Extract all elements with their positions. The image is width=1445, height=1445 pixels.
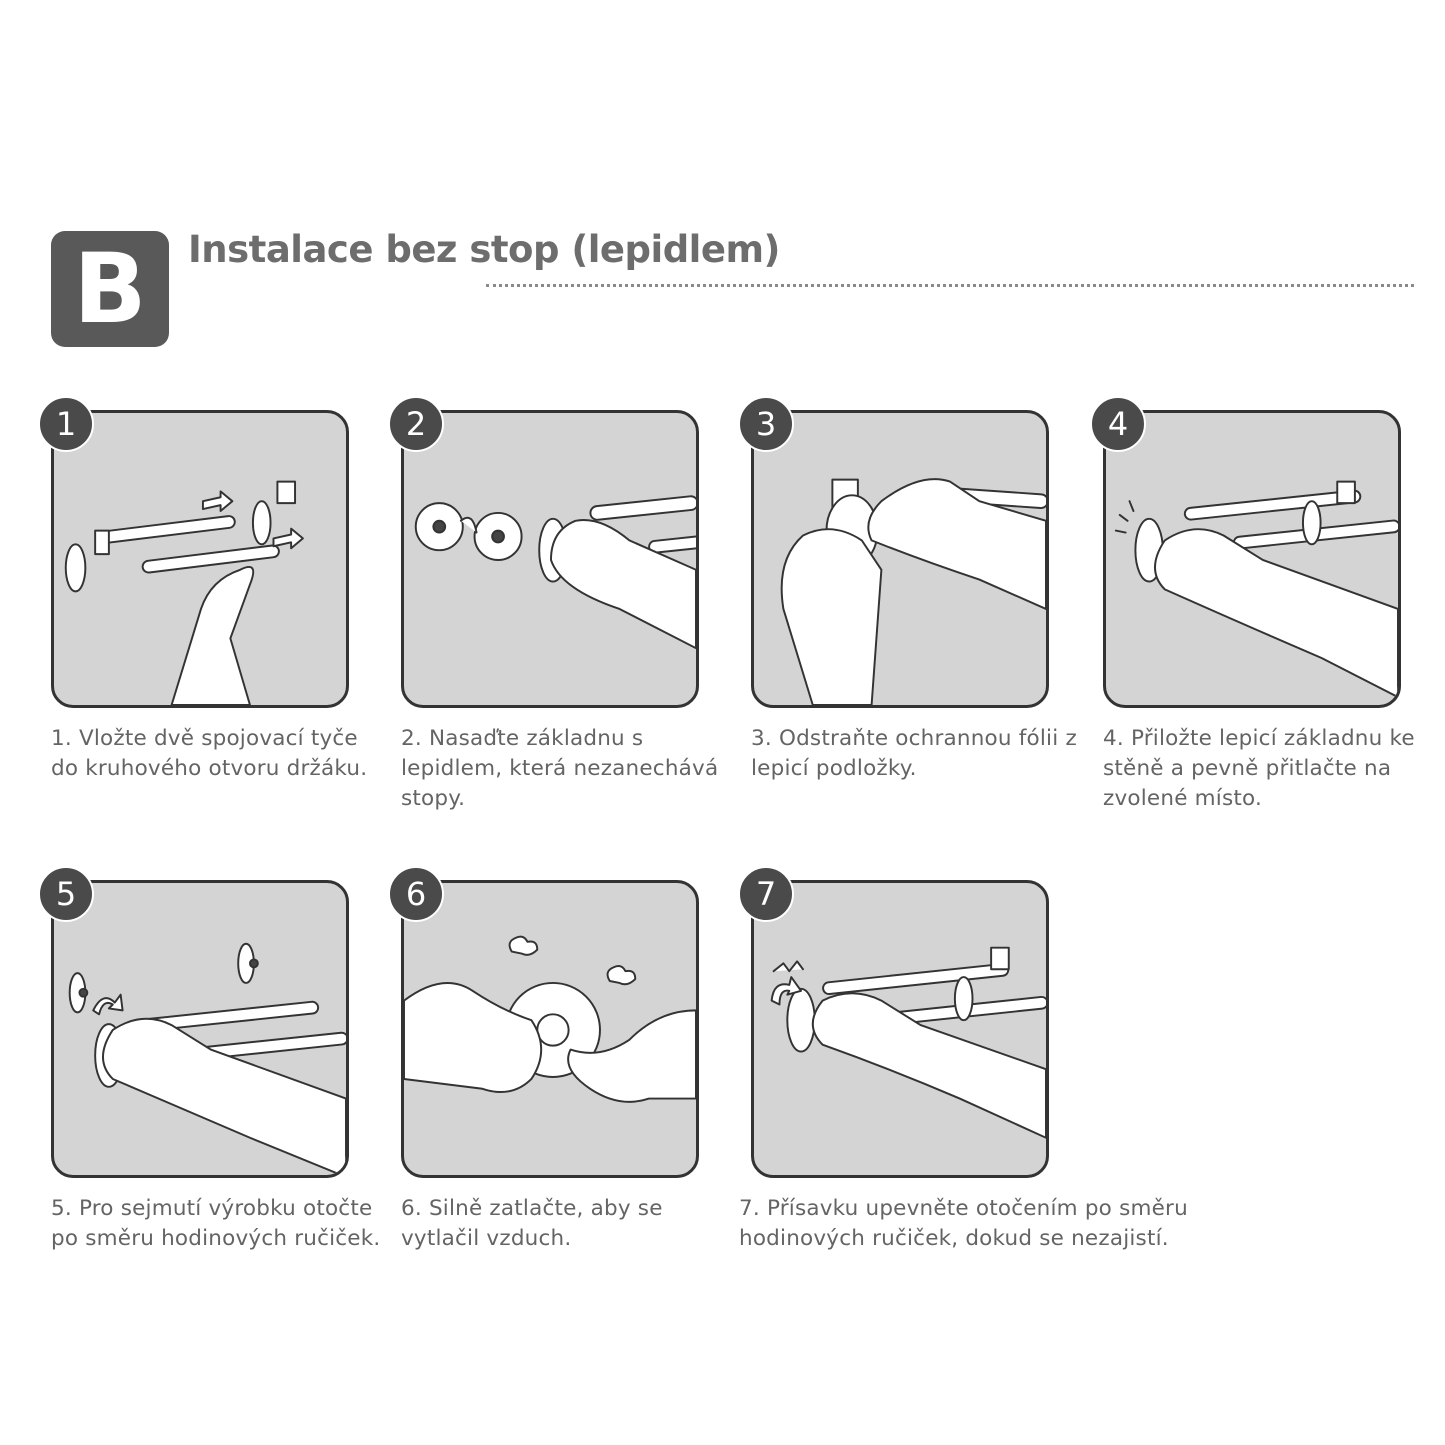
- step-4-number-badge: 4: [1090, 396, 1146, 452]
- page-title: Instalace bez stop (lepidlem): [188, 228, 780, 271]
- step-4-drawing: [1114, 480, 1398, 699]
- step-7-drawing: [770, 946, 1046, 1139]
- step-5-illustration: [51, 880, 349, 1178]
- step-5-drawing: [68, 942, 346, 1175]
- step-1-illustration: [51, 410, 349, 708]
- step-1-caption: 1. Vložte dvě spojovací tyče do kruhovéh…: [51, 726, 368, 781]
- step-6-drawing: [404, 935, 696, 1103]
- step-1-drawing: [64, 480, 304, 705]
- step-3-illustration: [751, 410, 1049, 708]
- step-3-drawing: [780, 478, 1046, 705]
- step-3-caption: 3. Odstraňte ochrannou fólii z lepicí po…: [751, 726, 1077, 781]
- step-6-illustration: [401, 880, 699, 1178]
- step-7-caption: 7. Přísavku upevněte otočením po směru h…: [739, 1196, 1188, 1251]
- step-1-number-badge: 1: [38, 396, 94, 452]
- step-4-caption: 4. Přiložte lepicí základnu ke stěně a p…: [1103, 726, 1415, 811]
- step-2-illustration: [401, 410, 699, 708]
- step-4-illustration: [1103, 410, 1401, 708]
- title-divider: [486, 284, 1414, 287]
- step-5-caption: 5. Pro sejmutí výrobku otočte po směru h…: [51, 1196, 381, 1251]
- step-6-number-badge: 6: [388, 866, 444, 922]
- step-2-caption: 2. Nasaďte základnu s lepidlem, která ne…: [401, 726, 719, 811]
- step-3-number-badge: 3: [738, 396, 794, 452]
- step-2-drawing: [414, 495, 696, 650]
- step-7-number-badge: 7: [738, 866, 794, 922]
- step-6-caption: 6. Silně zatlačte, aby se vytlačil vzduc…: [401, 1196, 663, 1251]
- step-2-number-badge: 2: [388, 396, 444, 452]
- section-badge: B: [51, 231, 169, 347]
- step-5-number-badge: 5: [38, 866, 94, 922]
- step-7-illustration: [751, 880, 1049, 1178]
